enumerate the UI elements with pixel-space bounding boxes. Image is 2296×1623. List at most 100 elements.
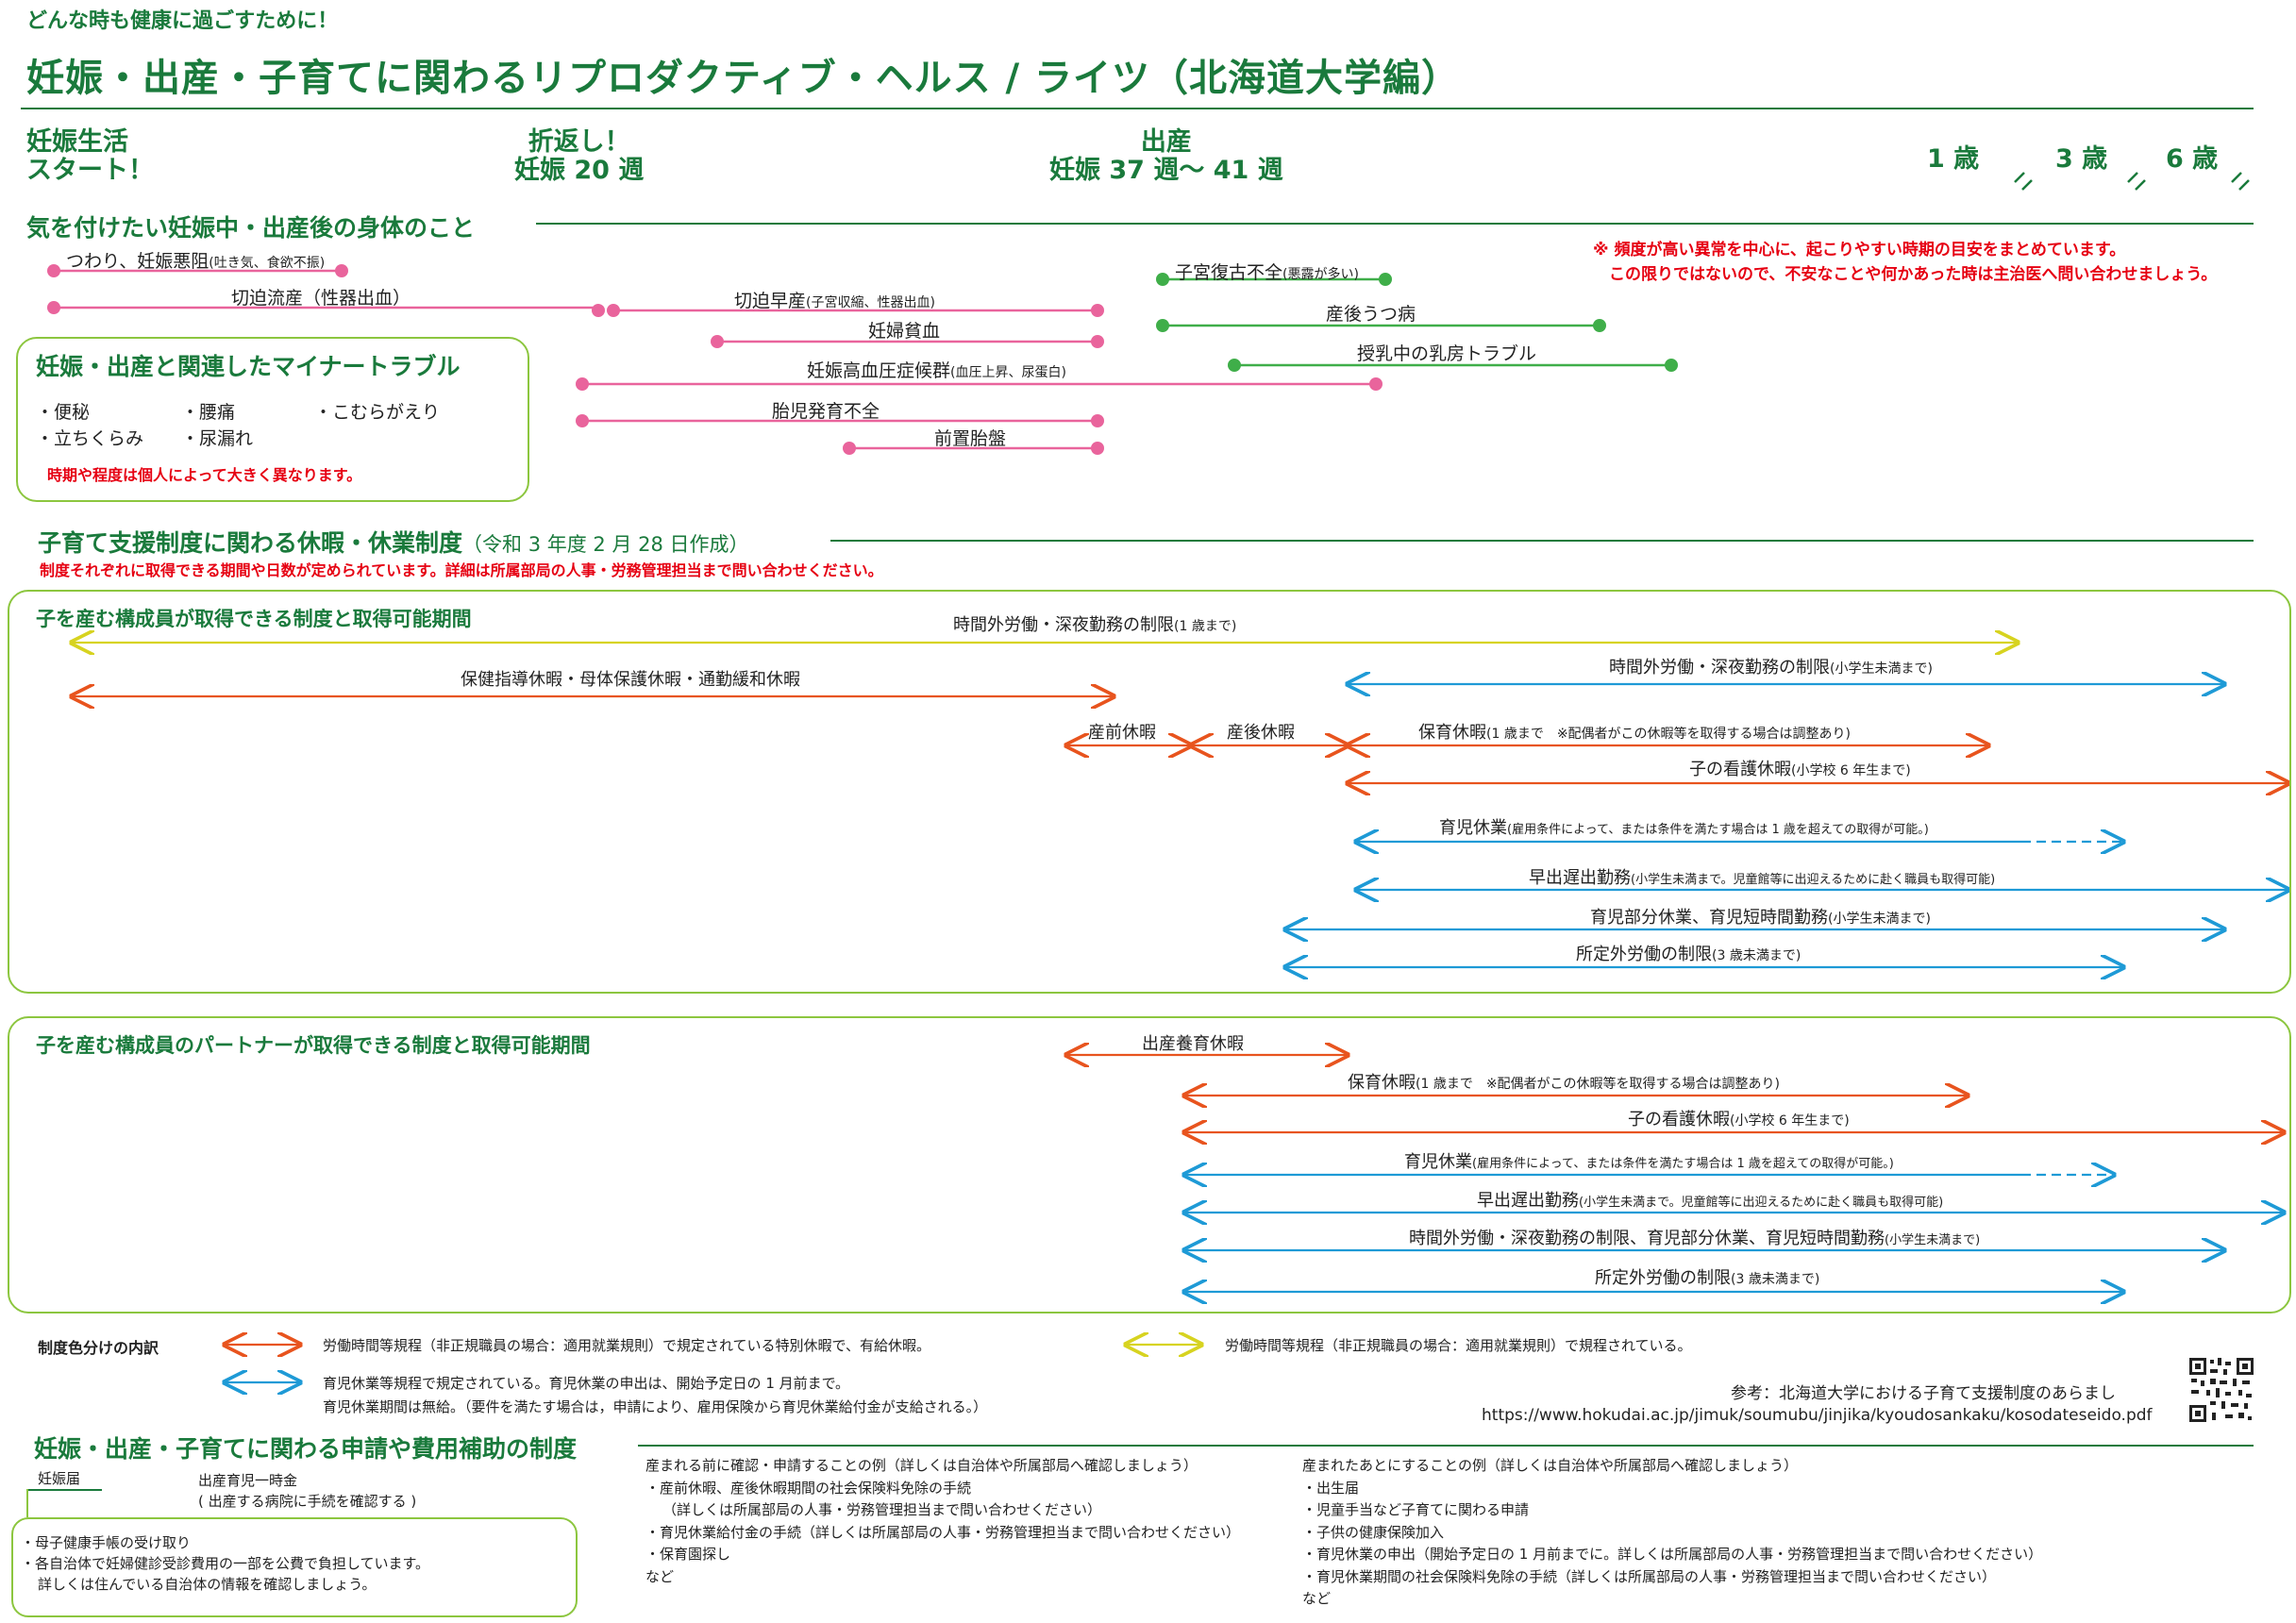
reference-url[interactable]: https://www.hokudai.ac.jp/jimuk/soumubu/…: [1482, 1406, 2153, 1425]
mother-leave-box: [8, 590, 2291, 994]
age-break-marks: [2014, 172, 2250, 191]
tag-connector: [26, 1489, 28, 1517]
timeline-mid-line2: 妊娠 20 週: [514, 156, 645, 185]
leave-item: 早出遅出勤務(小学生未満まで。児童館等に出迎えるために赴く職員も取得可能): [1477, 1191, 1944, 1211]
after-item: ・育児休業の申出（開始予定日の 1 月前までに。詳しくは所属部局の人事・労務管理…: [1302, 1546, 2043, 1563]
after-item: ・児童手当など子育てに関わる申請: [1302, 1501, 1530, 1518]
maternal-handbook-text: ・母子健康手帳の受け取り ・各自治体で妊婦健診受診費用の一部を公費で負担していま…: [21, 1532, 429, 1595]
after-item: ・育児休業期間の社会保険料免除の手続（詳しくは所属部局の人事・労務管理担当まで問…: [1302, 1567, 1997, 1585]
after-item: ・子供の健康保険加入: [1302, 1523, 1445, 1541]
minor-item: ・便秘: [36, 402, 91, 423]
minor-trouble-title: 妊娠・出産と関連したマイナートラブル: [36, 353, 461, 380]
minor-item: ・尿漏れ: [181, 428, 254, 449]
leave-item: 育児休業(雇用条件によって、または条件を満たす場合は 1 歳を超えての取得が可能…: [1404, 1152, 1894, 1172]
birth-lump-sum: 出産育児一時金 ( 出産する病院に手続を確認する ): [198, 1470, 416, 1512]
leave-item: 産前休暇: [1088, 723, 1156, 743]
partner-leave-title: 子を産む構成員のパートナーが取得できる制度と取得可能期間: [36, 1034, 591, 1057]
leave-item: 子の看護休暇(小学校 6 年生まで): [1689, 760, 1911, 779]
timeline-start: 妊娠生活 スタート！: [26, 128, 154, 185]
condition-label: 切迫流産（性器出血）: [231, 288, 411, 309]
reference-title: 参考：北海道大学における子育て支援制度のあらまし: [1731, 1384, 2116, 1403]
before-item: など: [645, 1567, 675, 1585]
leave-item: 保育休暇(1 歳まで ※配偶者がこの休暇等を取得する場合は調整あり): [1418, 723, 1852, 743]
before-item: （詳しくは所属部局の人事・労務管理担当まで問い合わせください）: [662, 1501, 1102, 1518]
after-item: ・出生届: [1302, 1479, 1360, 1497]
birth-lump-line2: ( 出産する病院に手続を確認する ): [198, 1493, 417, 1510]
leave-item: 早出遅出勤務(小学生未満まで。児童館等に出迎えるために赴く職員も取得可能): [1529, 868, 1996, 888]
condition-label: つわり、妊娠悪阻(吐き気、食欲不振): [66, 251, 326, 272]
legend-orange-text: 労働時間等規程（非正規職員の場合：適用就業規則）で規定されている特別休暇で、有給…: [323, 1337, 930, 1354]
partner-leave-box: [8, 1016, 2291, 1313]
apply-heading-line: [638, 1445, 2254, 1447]
pregnancy-notice-tag: 妊娠届: [38, 1470, 81, 1487]
box-line3: 詳しくは住んでいる自治体の情報を確認しましょう。: [38, 1576, 377, 1593]
birth-lump-line1: 出産育児一時金: [198, 1472, 298, 1489]
mother-leave-title: 子を産む構成員が取得できる制度と取得可能期間: [36, 608, 472, 630]
minor-item: ・こむらがえり: [314, 402, 441, 423]
box-line2: ・各自治体で妊婦健診受診費用の一部を公費で負担しています。: [21, 1555, 430, 1572]
condition-label: 産後うつ病: [1326, 304, 1416, 325]
age-6: 6 歳: [2166, 144, 2219, 174]
leave-section-heading: 子育て支援制度に関わる休暇・休業制度（令和 3 年度 2 月 28 日作成）: [38, 529, 749, 557]
timeline-mid-line1: 折返し！: [528, 127, 630, 157]
timeline-start-line2: スタート！: [26, 156, 154, 185]
body-note-line1: ※ 頻度が高い異常を中心に、起こりやすい時期の目安をまとめています。: [1593, 241, 2126, 259]
mother-arrows: [72, 643, 2288, 967]
before-birth-list: 産まれる前に確認・申請することの例（詳しくは自治体や所属部局へ確認しましょう） …: [645, 1455, 1240, 1588]
leave-item: 保育休暇(1 歳まで ※配偶者がこの休暇等を取得する場合は調整あり): [1348, 1073, 1781, 1093]
leave-item: 育児部分休業、育児短時間勤務(小学生未満まで): [1590, 908, 1931, 928]
box-line1: ・母子健康手帳の受け取り: [21, 1534, 192, 1551]
condition-label: 妊婦貧血: [868, 321, 941, 342]
timeline-start-line1: 妊娠生活: [26, 127, 128, 157]
body-heading-line: [536, 223, 2254, 225]
leave-item: 子の看護休暇(小学校 6 年生まで): [1628, 1110, 1850, 1129]
condition-label: 胎児発育不全: [772, 401, 880, 422]
condition-label: 妊娠高血圧症候群(血圧上昇、尿蛋白): [807, 360, 1066, 381]
leave-item: 所定外労働の制限(3 歳未満まで): [1595, 1268, 1820, 1288]
condition-bars: [54, 269, 1671, 450]
before-title: 産まれる前に確認・申請することの例（詳しくは自治体や所属部局へ確認しましょう）: [645, 1457, 1198, 1474]
legend-title: 制度色分けの内訳: [38, 1339, 159, 1357]
age-1: 1 歳: [1927, 144, 1980, 174]
leave-item: 保健指導休暇・母体保護休暇・通勤緩和休暇: [461, 670, 800, 690]
tagline: どんな時も健康に過ごすために！: [26, 9, 339, 33]
legend-blue-line2: 育児休業期間は無給。（要件を満たす場合は，申請により、雇用保険から育児休業給付金…: [323, 1398, 988, 1415]
legend-blue-line1: 育児休業等規程で規定されている。育児休業の申出は、開始予定日の 1 月前まで。: [323, 1375, 850, 1392]
condition-label: 授乳中の乳房トラブル: [1357, 343, 1537, 364]
minor-item: ・腰痛: [181, 402, 236, 423]
apply-section-heading: 妊娠・出産・子育てに関わる申請や費用補助の制度: [34, 1435, 578, 1463]
legend-yellow-text: 労働時間等規程（非正規職員の場合：適用就業規則）で規程されている。: [1225, 1337, 1692, 1354]
minor-trouble-note: 時期や程度は個人によって大きく異なります。: [47, 466, 362, 484]
title-divider: [21, 108, 2254, 109]
tag-underline: [26, 1489, 102, 1491]
leave-item: 時間外労働・深夜勤務の制限、育児部分休業、育児短時間勤務(小学生未満まで): [1409, 1229, 1981, 1248]
body-section-heading: 気を付けたい妊娠中・出産後の身体のこと: [26, 214, 476, 242]
maternal-handbook-box: [11, 1517, 578, 1617]
age-3: 3 歳: [2055, 144, 2108, 174]
after-title: 産まれたあとにすることの例（詳しくは自治体や所属部局へ確認しましょう）: [1302, 1457, 1799, 1474]
condition-label: 切迫早産(子宮収縮、性器出血): [734, 291, 935, 311]
timeline-birth-line1: 出産: [1140, 127, 1192, 157]
qr-code-icon: [2187, 1356, 2255, 1424]
leave-item: 時間外労働・深夜勤務の制限(小学生未満まで): [1609, 658, 1933, 678]
leave-item: 時間外労働・深夜勤務の制限(1 歳まで): [953, 615, 1237, 635]
page-title: 妊娠・出産・子育てに関わるリプロダクティブ・ヘルス / ライツ（北海道大学編）: [26, 57, 1461, 100]
body-note-line2: この限りではないので、不安なことや何かあった時は主治医へ問い合わせましょう。: [1609, 265, 2218, 284]
partner-arrows: [1066, 1055, 2284, 1292]
condition-label: 子宮復古不全(悪露が多い): [1175, 262, 1359, 283]
timeline-midpoint: 折返し！ 妊娠 20 週: [514, 128, 644, 185]
after-item: など: [1302, 1590, 1332, 1607]
before-item: ・育児休業給付金の手続（詳しくは所属部局の人事・労務管理担当まで問い合わせくださ…: [645, 1523, 1241, 1541]
leave-item: 出産養育休暇: [1142, 1034, 1244, 1054]
after-birth-list: 産まれたあとにすることの例（詳しくは自治体や所属部局へ確認しましょう） ・出生届…: [1302, 1455, 2042, 1611]
legend-arrows: [225, 1345, 1201, 1382]
before-item: ・保育園探し: [645, 1546, 731, 1563]
minor-trouble-box: [16, 337, 529, 502]
timeline-birth-line2: 妊娠 37 週～ 41 週: [1049, 156, 1283, 185]
before-item: ・産前休暇、産後休暇期間の社会保険料免除の手続: [645, 1479, 972, 1497]
leave-item: 育児休業(雇用条件によって、または条件を満たす場合は 1 歳を超えての取得が可能…: [1439, 818, 1929, 838]
leave-item: 産後休暇: [1227, 723, 1295, 743]
condition-dots: [47, 264, 1678, 455]
leave-item: 所定外労働の制限(3 歳未満まで): [1576, 945, 1802, 964]
